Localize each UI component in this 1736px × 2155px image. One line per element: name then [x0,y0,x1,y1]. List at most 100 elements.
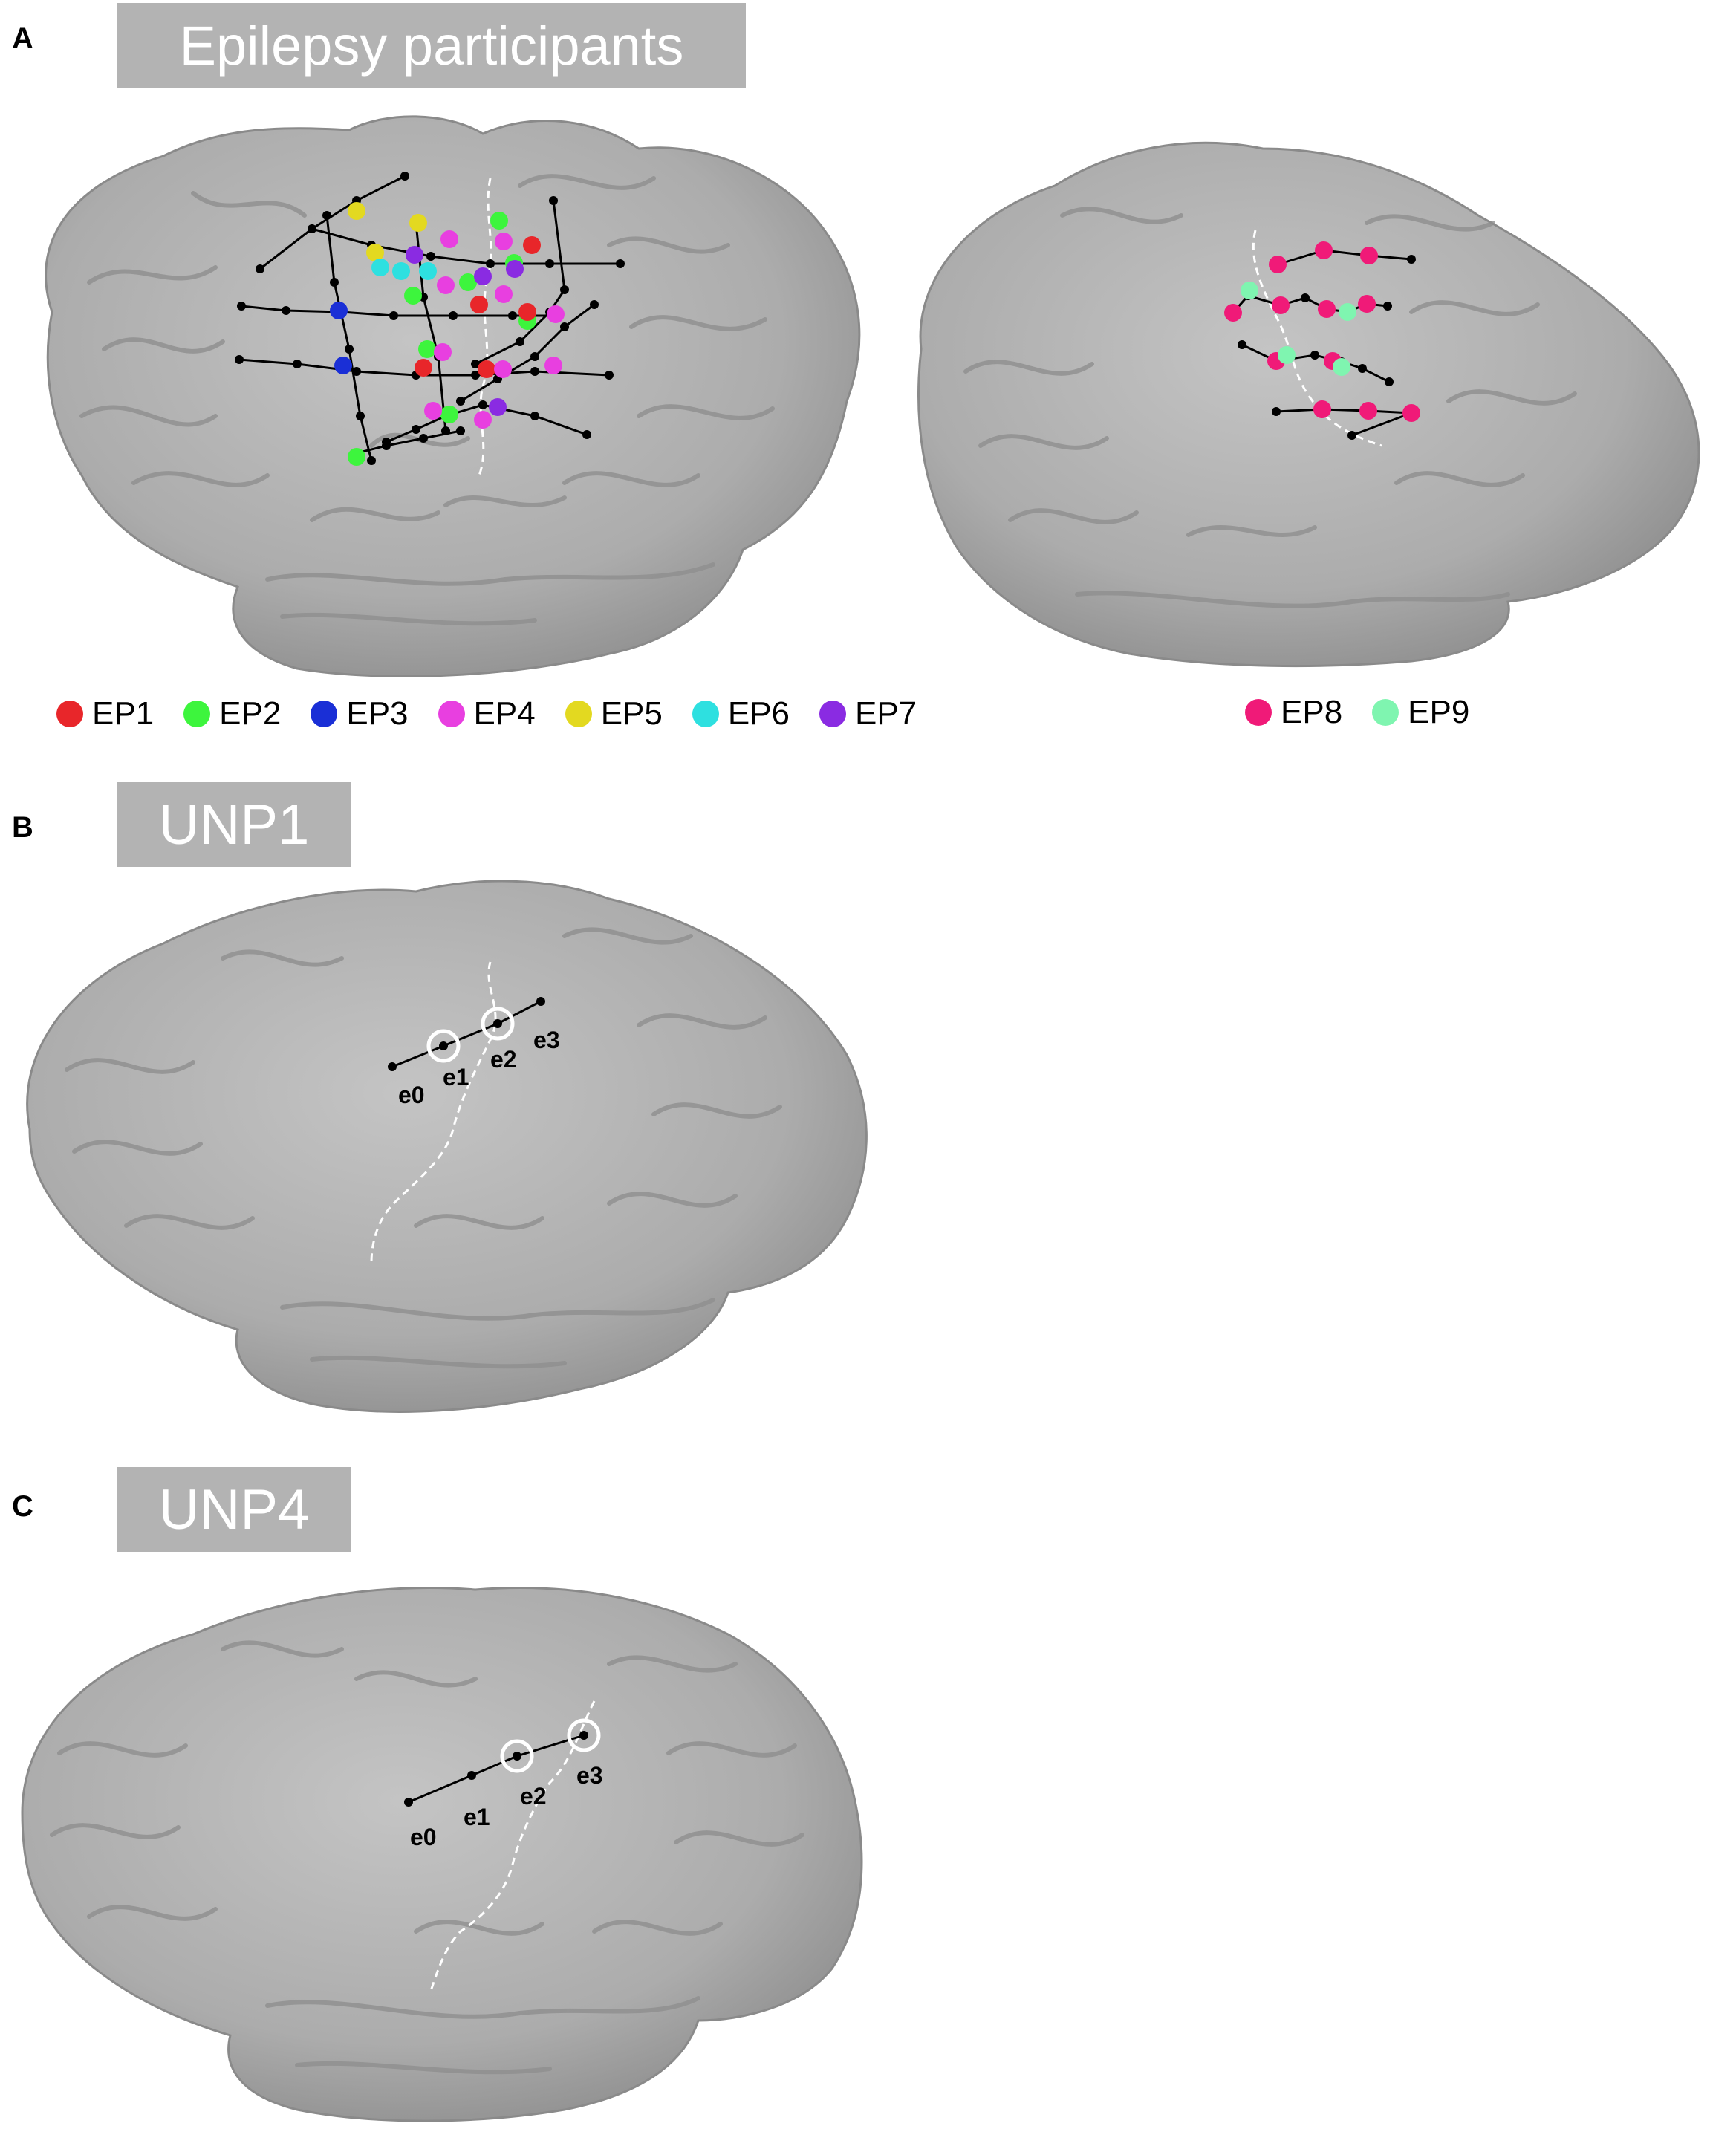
contact-a-left-1-5 [616,259,625,268]
selected-contact-a-left-ep7-13 [506,260,524,278]
selected-contact-a-right-ep8-4 [1272,296,1290,314]
electrode-label-c-e1: e1 [464,1804,490,1830]
legend-item-ep7: EP7 [819,695,917,732]
contact-a-left-8-3 [560,285,569,294]
legend-swatch-ep7 [819,701,847,727]
highlight-ring-b-e1 [426,1029,461,1063]
contact-a-left-2-0 [237,302,246,311]
legend-item-ep3: EP3 [311,695,409,732]
legend-item-ep5: EP5 [565,695,663,732]
selected-contact-a-left-ep6-16 [419,262,437,280]
contact-b-e0 [388,1062,397,1071]
contact-a-left-9-3 [456,426,465,435]
legend-label-ep1: EP1 [92,695,155,732]
highlight-ring-c-e2 [500,1739,534,1773]
electrode-label-b-e3: e3 [533,1027,560,1053]
contact-a-left-7-2 [530,352,539,361]
strip-b [391,1000,542,1068]
electrode-label-b-e1: e1 [443,1064,469,1090]
brain-c [21,1587,863,2122]
electrode-label-c-e3: e3 [576,1762,603,1789]
contact-a-left-3-1 [293,360,302,368]
selected-contact-a-left-ep4-28 [547,305,565,323]
selected-contact-a-left-ep1-18 [470,296,488,313]
panel-letter-a: A [12,22,33,55]
legend-label-ep2: EP2 [219,695,282,732]
contact-a-left-7-4 [590,300,599,309]
selected-contact-a-left-ep6-34 [392,262,410,280]
selected-contact-a-left-ep2-7 [418,340,436,358]
contact-a-right-0-3 [1407,255,1416,264]
contact-a-left-1-4 [545,259,554,268]
legend-label-ep3: EP3 [346,695,409,732]
contact-a-left-8-1 [516,337,524,346]
selected-contact-a-left-ep4-29 [434,343,452,361]
legend-item-ep8: EP8 [1245,694,1342,731]
selected-contact-a-left-ep4-30 [494,360,512,378]
legend-swatch-ep4 [438,701,465,727]
strip-a-left-0 [259,175,406,270]
selected-contact-a-right-ep8-10 [1359,402,1377,420]
contact-a-left-3-5 [530,367,539,376]
contact-a-left-7-3 [560,322,569,331]
contact-a-left-1-0 [308,224,316,233]
strip-a-left-9 [356,429,461,455]
selected-contact-a-left-ep4-32 [424,402,442,420]
selected-contact-a-left-ep7-11 [406,246,423,264]
legend-label-ep7: EP7 [855,695,917,732]
selected-contact-a-left-ep5-1 [409,214,427,232]
brain-b [26,880,868,1413]
selected-contact-a-left-ep3-22 [330,302,348,319]
legend-label-ep8: EP8 [1281,694,1343,730]
electrodes-b [388,997,545,1071]
selected-contact-a-left-ep4-24 [440,230,458,248]
panel-c-title-text: UNP4 [158,1478,310,1541]
selected-contact-a-left-ep6-15 [371,259,389,276]
contact-a-left-0-0 [256,264,264,273]
highlight-ring-c-e3 [567,1718,601,1752]
contact-a-left-5-0 [322,211,331,220]
contact-b-e3 [536,997,545,1006]
selected-contact-a-left-ep4-31 [544,357,562,374]
contact-a-left-3-0 [235,355,244,364]
panel-a-title-text: Epilepsy participants [179,14,684,77]
contact-a-left-2-4 [449,311,458,320]
contact-a-left-4-4 [530,412,539,420]
selected-contact-a-left-ep7-12 [474,267,492,285]
contact-a-right-1-3 [1301,293,1310,302]
strip-a-right-0 [1277,249,1412,266]
contact-a-left-5-2 [345,345,354,354]
legend-label-ep9: EP9 [1408,694,1470,730]
selected-contact-a-right-ep9-13 [1339,303,1356,321]
contact-a-left-4-3 [478,400,487,409]
contact-a-right-1-7 [1383,302,1392,311]
selected-contact-a-right-ep9-14 [1278,346,1296,364]
contact-b-e1 [439,1041,448,1050]
contact-a-left-9-1 [382,441,391,450]
selected-contact-a-right-ep8-6 [1358,295,1376,313]
highlight-ring-b-e2 [481,1007,515,1041]
contact-a-left-3-4 [471,371,480,380]
panel-a-title: Epilepsy participants [117,3,746,88]
legend-swatch-ep8 [1245,699,1272,726]
electrodes-c [404,1718,601,1807]
selected-contact-a-right-ep9-15 [1333,358,1350,376]
selected-contact-a-right-ep8-0 [1269,256,1287,273]
contact-a-left-5-1 [330,278,339,287]
contact-a-left-8-4 [549,196,558,205]
contact-a-right-2-5 [1385,377,1394,386]
panel-b-title-text: UNP1 [158,793,310,857]
contact-a-left-8-0 [471,360,480,368]
legend-item-ep1: EP1 [56,695,154,732]
contact-a-right-2-4 [1358,364,1367,373]
contact-a-right-3-0 [1272,407,1281,416]
legend-swatch-ep5 [565,701,592,727]
contact-c-e1 [467,1771,476,1780]
contact-a-left-9-2 [419,434,428,443]
legend-item-ep4: EP4 [438,695,536,732]
selected-contact-a-left-ep5-0 [348,202,365,220]
selected-contact-a-right-ep8-1 [1315,241,1333,259]
contact-a-left-1-3 [486,259,495,268]
contact-a-left-1-2 [426,252,435,261]
contact-b-e2 [493,1019,502,1028]
